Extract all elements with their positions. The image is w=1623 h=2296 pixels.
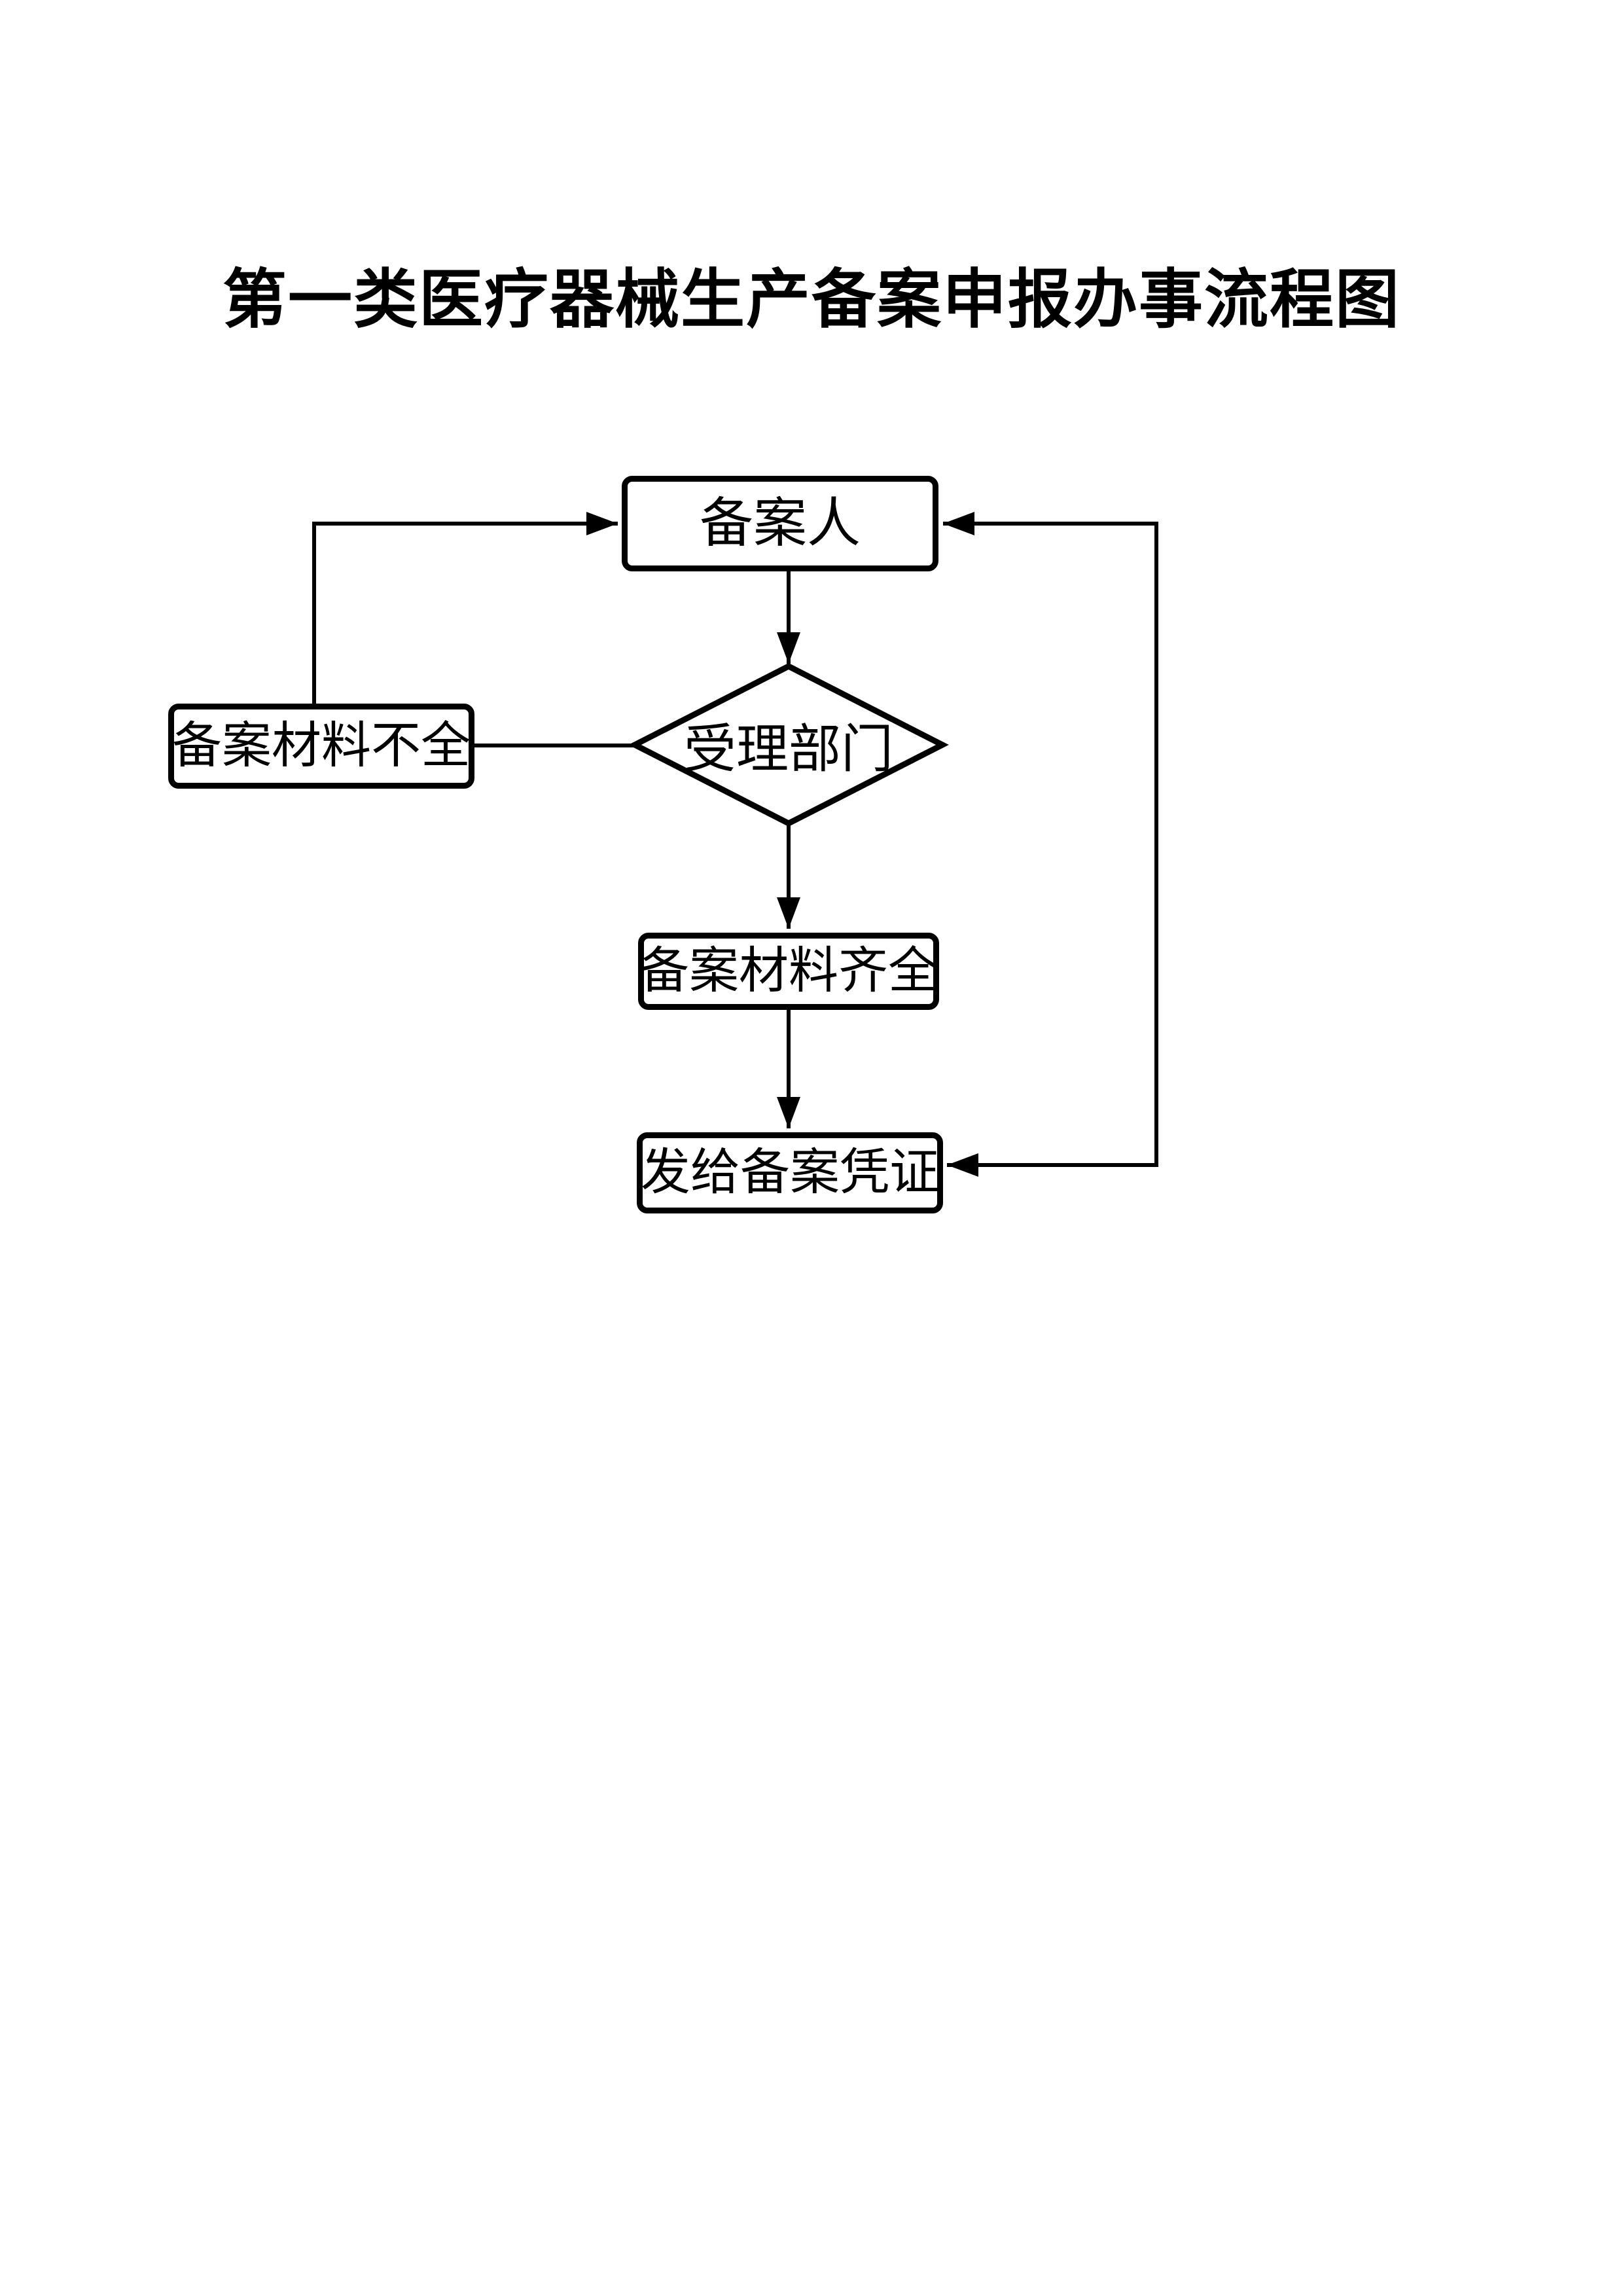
- node-registrant: 备案人: [622, 476, 938, 571]
- node-accepting-department: 受理部门: [635, 706, 942, 784]
- edge-certificate-registrant-loop: [943, 512, 1158, 1177]
- node-materials-complete: 备案材料齐全: [638, 933, 939, 1010]
- node-issue-certificate: 发给备案凭证: [637, 1132, 943, 1213]
- node-registrant-label: 备案人: [699, 493, 861, 553]
- node-accepting-department-label: 受理部门: [684, 721, 893, 779]
- node-materials-incomplete: 备案材料不全: [168, 704, 474, 789]
- page-title: 第一类医疗器械生产备案申报办事流程图: [222, 263, 1400, 335]
- node-issue-certificate-label: 发给备案凭证: [641, 1145, 939, 1200]
- node-materials-incomplete-label: 备案材料不全: [172, 719, 471, 774]
- edge-incomplete-to-registrant: [312, 512, 618, 704]
- node-materials-complete-label: 备案材料齐全: [639, 944, 938, 999]
